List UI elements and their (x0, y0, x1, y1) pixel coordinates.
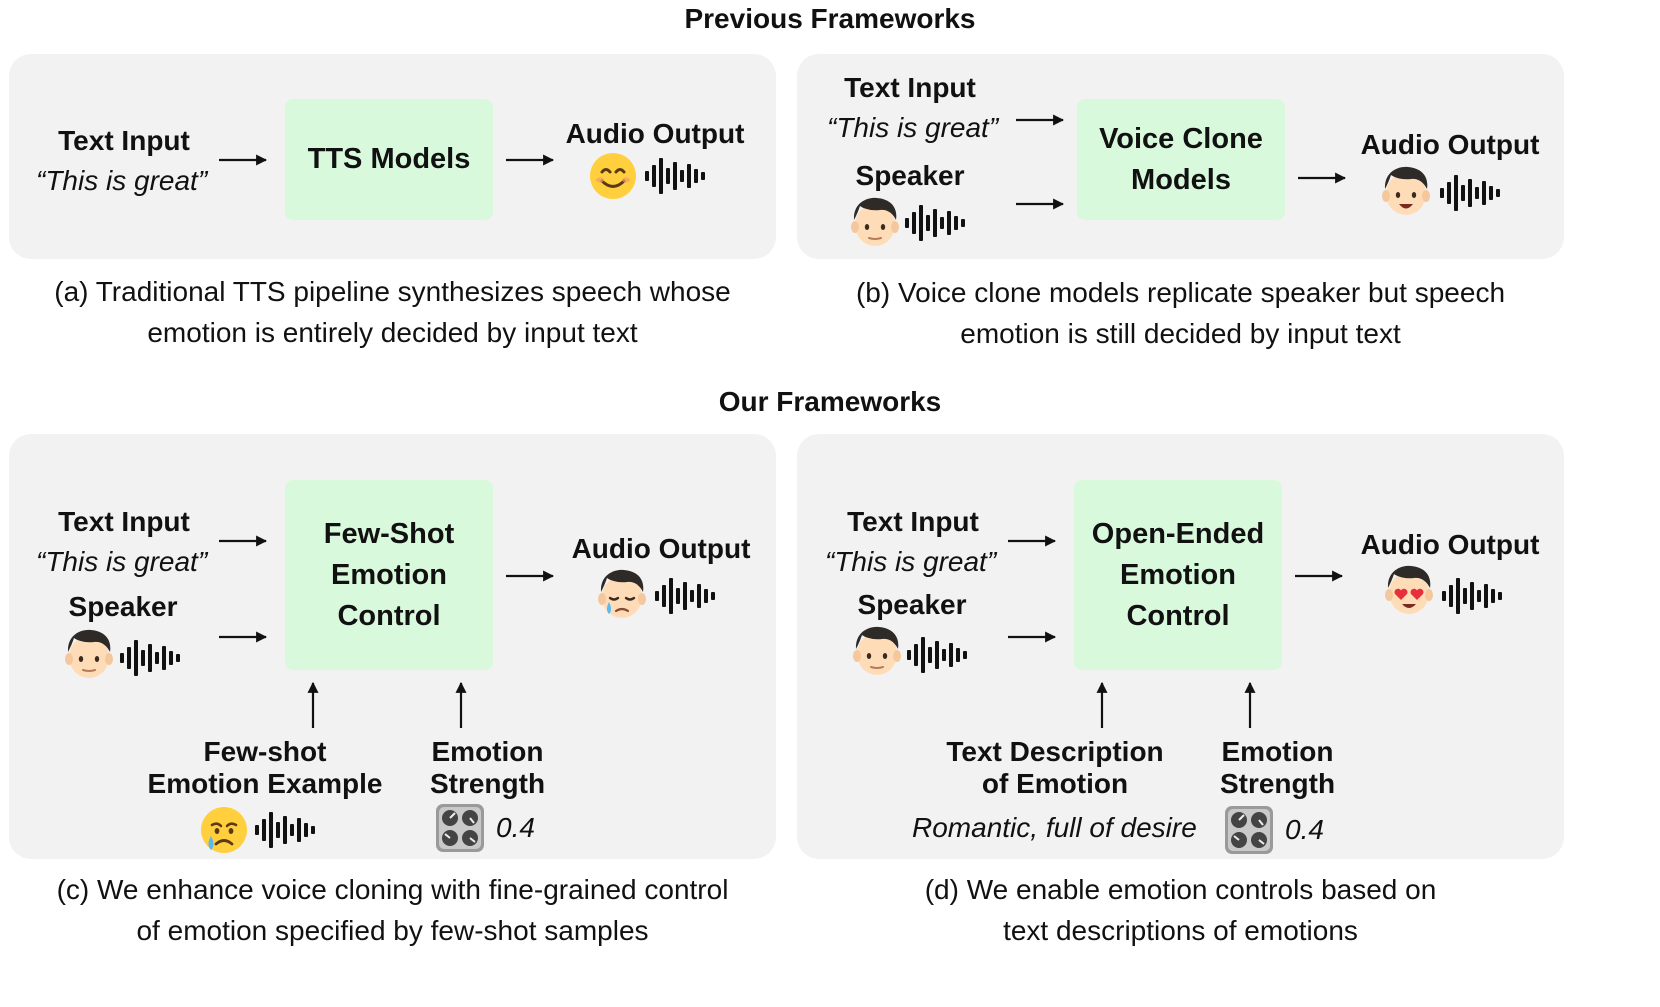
few-shot-example-line1: Few-shot (203, 736, 327, 767)
boy-face-icon (65, 629, 113, 678)
panel-a-text-input-label: Text Input (58, 125, 190, 156)
panel-d-emotion-strength-label: Emotion Strength (1210, 736, 1345, 800)
text-description-line2: of Emotion (981, 768, 1129, 799)
panel-d-caption-line2: text descriptions of emotions (1003, 915, 1358, 946)
panel-c-text-input-label: Text Input (58, 506, 190, 537)
panel-d-speaker-label: Speaker (857, 589, 967, 620)
panel-c-text-quote: “This is great” (36, 546, 208, 577)
control-knobs-icon (1224, 805, 1274, 855)
panel-c-strength-line2: Strength (429, 768, 546, 799)
panel-b-caption: (b) Voice clone models replicate speaker… (797, 272, 1564, 354)
voice-clone-models-box: Voice Clone Models (1077, 99, 1285, 220)
previous-frameworks-title: Previous Frameworks (684, 3, 976, 34)
boy-speaking-icon (1382, 166, 1430, 215)
panel-c-speaker-label: Speaker (68, 591, 178, 622)
panel-d-text-quote: “This is great” (825, 546, 997, 577)
panel-c-emotion-strength-label: Emotion Strength (420, 736, 555, 800)
text-description-line1: Text Description (946, 736, 1164, 767)
panel-b-audio-output-label: Audio Output (1360, 129, 1540, 160)
open-ended-label-line3: Control (1126, 599, 1230, 632)
panel-a-caption-line2: emotion is entirely decided by input tex… (147, 317, 638, 348)
panel-c-strength-value: 0.4 (496, 812, 535, 843)
panel-b-caption-line1: (b) Voice clone models replicate speaker… (855, 277, 1506, 308)
panel-d-strength-line2: Strength (1219, 768, 1336, 799)
open-ended-label-line1: Open-Ended (1091, 517, 1265, 550)
few-shot-emotion-control-box: Few-Shot Emotion Control (285, 480, 493, 670)
few-shot-label-line3: Control (337, 599, 441, 632)
boy-face-icon (853, 626, 901, 675)
few-shot-label-line2: Emotion (331, 558, 447, 591)
tts-models-label: TTS Models (307, 143, 471, 175)
panel-b-text-input-label: Text Input (844, 72, 976, 103)
panel-a-audio-output-label: Audio Output (565, 118, 745, 149)
panel-b-text-quote: “This is great” (827, 112, 999, 143)
our-frameworks-title: Our Frameworks (718, 386, 942, 417)
panel-d-caption: (d) We enable emotion controls based on … (797, 869, 1564, 951)
open-ended-emotion-control-box: Open-Ended Emotion Control (1074, 480, 1282, 670)
panel-a-caption-line1: (a) Traditional TTS pipeline synthesizes… (54, 276, 731, 307)
tts-models-box: TTS Models (285, 99, 493, 220)
boy-face-icon (851, 197, 899, 246)
panel-d-strength-line1: Emotion (1221, 736, 1334, 767)
panel-b-speaker-label: Speaker (855, 160, 965, 191)
open-ended-label-line2: Emotion (1119, 558, 1236, 591)
boy-heart-eyes-icon (1385, 565, 1433, 614)
panel-c-caption-line2: of emotion specified by few-shot samples (136, 915, 649, 946)
panel-c-caption: (c) We enhance voice cloning with fine-g… (9, 869, 776, 951)
panel-d-text-input-label: Text Input (847, 506, 979, 537)
panel-c-audio-output-label: Audio Output (571, 533, 751, 564)
voice-clone-label-line1: Voice Clone (1099, 122, 1263, 155)
text-description-of-emotion-label: Text Description of Emotion (935, 736, 1175, 800)
few-shot-emotion-example-label: Few-shot Emotion Example (140, 736, 390, 800)
panel-d-audio-output-label: Audio Output (1360, 529, 1540, 560)
panel-d-strength-value: 0.4 (1285, 814, 1324, 845)
panel-d-caption-line1: (d) We enable emotion controls based on (924, 874, 1437, 905)
panel-a-text-quote: “This is great” (36, 165, 208, 196)
voice-clone-label-line2: Models (1131, 163, 1231, 196)
boy-crying-icon (598, 569, 646, 618)
few-shot-label-line1: Few-Shot (323, 517, 455, 550)
crying-face-icon (201, 807, 247, 853)
audio-waveform-icon (1442, 578, 1502, 614)
panel-c-caption-line1: (c) We enhance voice cloning with fine-g… (56, 874, 729, 905)
panel-b-caption-line2: emotion is still decided by input text (960, 318, 1401, 349)
panel-c-strength-line1: Emotion (431, 736, 544, 767)
emotion-description-example: Romantic, full of desire (912, 812, 1197, 843)
panel-a-caption: (a) Traditional TTS pipeline synthesizes… (9, 271, 776, 353)
few-shot-example-line2: Emotion Example (147, 768, 383, 799)
smiling-face-icon (590, 153, 636, 199)
